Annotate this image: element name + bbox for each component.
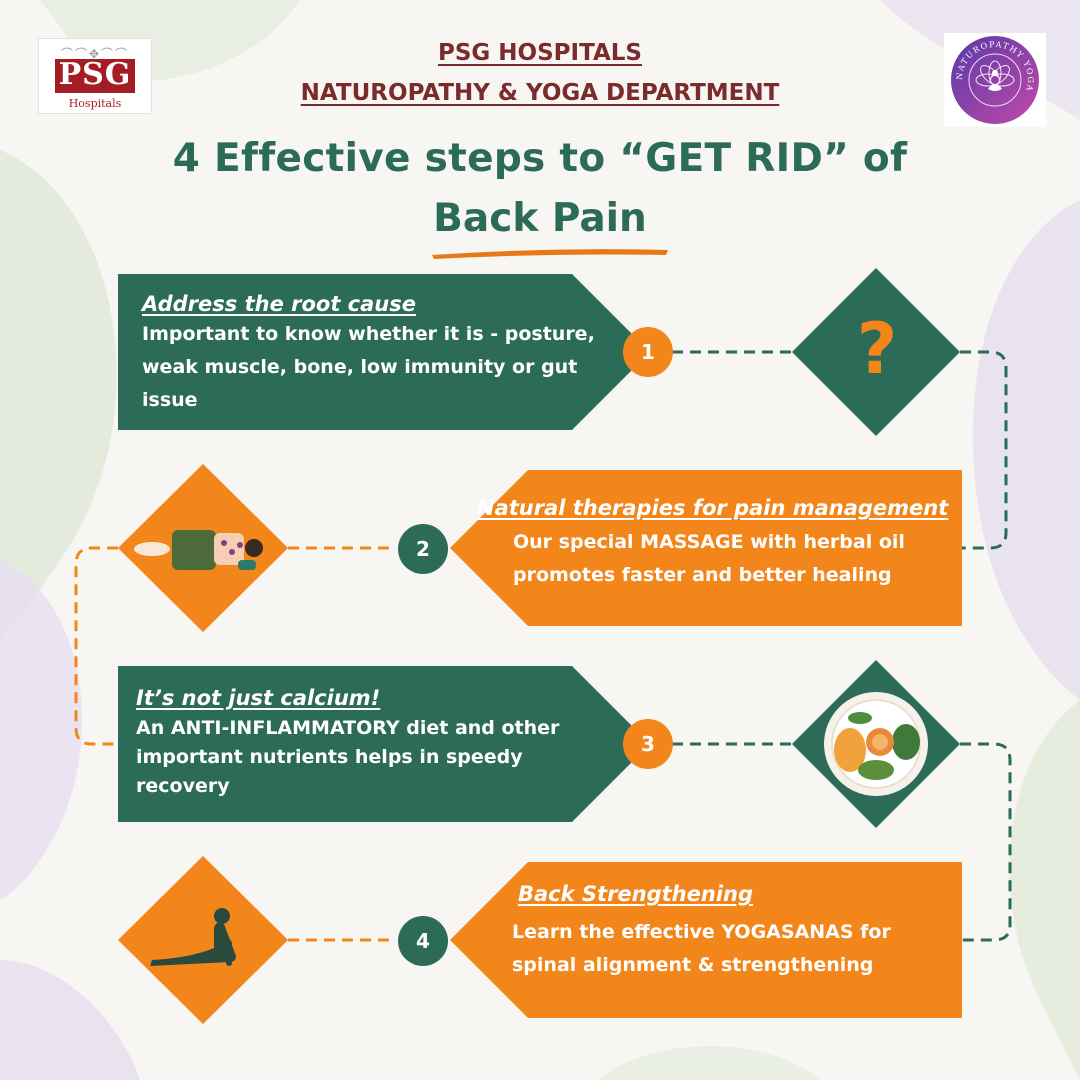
step-4-heading: Back Strengthening bbox=[518, 882, 754, 906]
logo-main-text: PSG bbox=[58, 57, 132, 92]
department-name: NATUROPATHY & YOGA DEPARTMENT bbox=[300, 80, 780, 106]
food-plate-icon bbox=[824, 692, 928, 796]
page-title-emphasis: Back Pain bbox=[433, 196, 647, 241]
step-4-content: Back Strengthening Learn the effective Y… bbox=[512, 882, 948, 982]
step-3-body-line: important nutrients helps in speedy bbox=[136, 746, 523, 768]
step-1-box bbox=[118, 274, 650, 430]
step-3-heading: It’s not just calcium! bbox=[136, 686, 381, 710]
logo-red-block bbox=[55, 59, 135, 93]
title-underline-stroke bbox=[432, 249, 668, 259]
step-1-body-line: weak muscle, bone, low immunity or gut bbox=[142, 356, 578, 378]
step-1-heading: Address the root cause bbox=[142, 292, 416, 316]
page-title: 4 Effective steps to “GET RID” of bbox=[172, 136, 908, 181]
connector-1-2 bbox=[938, 350, 1008, 550]
step-1-number-badge: 1 bbox=[623, 327, 673, 377]
cobra-pose-icon bbox=[150, 908, 236, 966]
step-1-content: Address the root cause Important to know… bbox=[142, 292, 612, 417]
step-2-body-line: promotes faster and better healing bbox=[513, 564, 892, 586]
step-2-box bbox=[450, 470, 962, 626]
org-name: PSG HOSPITALS bbox=[437, 40, 642, 66]
step-4-number-badge: 4 bbox=[398, 916, 448, 966]
logo-sub-text: Hospitals bbox=[68, 97, 122, 110]
massage-icon bbox=[134, 530, 263, 570]
step-4-diamond bbox=[118, 856, 288, 1024]
step-3-number-badge: 3 bbox=[623, 719, 673, 769]
step-3-body-line: recovery bbox=[136, 775, 230, 797]
step-2-heading: Natural therapies for pain management bbox=[477, 496, 949, 520]
step-1-body-line: Important to know whether it is - postur… bbox=[142, 323, 595, 345]
step-1-diamond bbox=[792, 268, 960, 436]
connector-2-3 bbox=[74, 546, 122, 746]
step-2-content: Natural therapies for pain management Ou… bbox=[477, 496, 957, 592]
question-mark-icon: ? bbox=[856, 308, 898, 390]
step-4-box bbox=[450, 862, 962, 1018]
step-2-number-badge: 2 bbox=[398, 524, 448, 574]
step-4-body-line: Learn the effective YOGASANAS for bbox=[512, 921, 891, 943]
step-1-body-line: issue bbox=[142, 389, 198, 411]
step-3-content: It’s not just calcium! An ANTI-INFLAMMAT… bbox=[136, 686, 616, 801]
step-2-body-line: Our special MASSAGE with herbal oil bbox=[513, 531, 905, 553]
step-3-box bbox=[118, 666, 650, 822]
step-3-body-line: An ANTI-INFLAMMATORY diet and other bbox=[136, 717, 560, 739]
connector-3-4 bbox=[938, 742, 1012, 942]
naturopathy-yoga-logo: NATUROPATHY YOGA bbox=[944, 33, 1046, 127]
psg-hospitals-logo: ⌒⌒✥⌒⌒ PSG Hospitals bbox=[38, 38, 152, 114]
lotus-meditation-icon: NATUROPATHY YOGA bbox=[951, 36, 1039, 124]
step-4-body-line: spinal alignment & strengthening bbox=[512, 954, 874, 976]
caduceus-wings-icon: ⌒⌒✥⌒⌒ bbox=[61, 47, 130, 61]
